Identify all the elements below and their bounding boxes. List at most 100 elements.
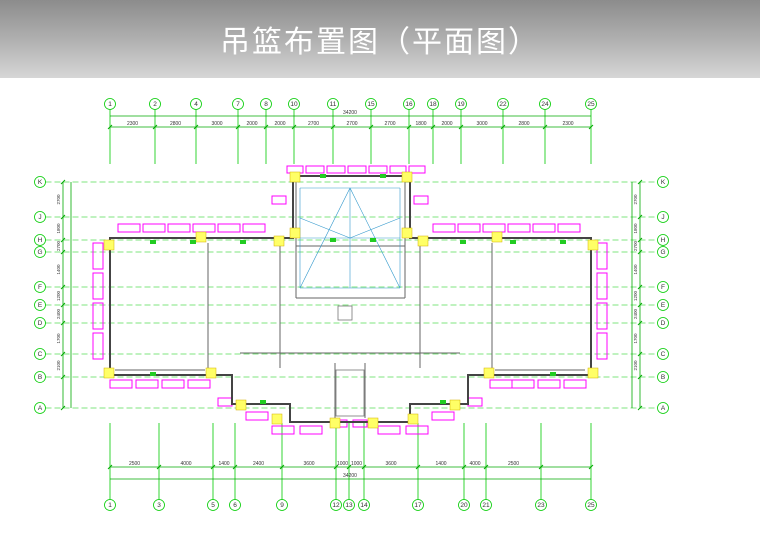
basket bbox=[596, 332, 608, 360]
anchor-point bbox=[103, 367, 115, 379]
anchor-point bbox=[195, 231, 207, 243]
stair-box bbox=[337, 305, 353, 321]
dim-tick bbox=[637, 214, 643, 220]
dim-tick bbox=[330, 124, 336, 130]
axis-bubble-top-7 bbox=[232, 98, 244, 110]
axis-bubble-bottom-21 bbox=[480, 499, 492, 511]
dim-tick bbox=[346, 464, 352, 470]
basket bbox=[242, 223, 266, 233]
axis-bubble-bottom-14-label: 14 bbox=[360, 502, 368, 509]
axis-bubble-left-G bbox=[34, 246, 46, 258]
basket bbox=[413, 195, 429, 205]
dim-tick bbox=[637, 179, 643, 185]
dim-text-left: 2700 bbox=[56, 194, 61, 205]
axis-bubble-right-D bbox=[657, 317, 669, 329]
basket bbox=[432, 223, 456, 233]
axis-bubble-right-G bbox=[657, 246, 669, 258]
anchor-point bbox=[407, 413, 419, 425]
anchor-point bbox=[271, 413, 283, 425]
axis-bubble-top-8-label: 8 bbox=[264, 101, 268, 108]
axis-bubble-right-K-label: K bbox=[661, 179, 666, 186]
dim-text-left: 1800 bbox=[56, 223, 61, 234]
axis-bubble-bottom-1 bbox=[104, 499, 116, 511]
dim-tick bbox=[235, 124, 241, 130]
axis-bubble-right-B bbox=[657, 371, 669, 383]
dim-tick bbox=[637, 374, 643, 380]
basket bbox=[192, 223, 216, 233]
anchor-point bbox=[235, 399, 247, 411]
axis-bubble-top-24-label: 24 bbox=[541, 101, 549, 108]
anchor-point bbox=[401, 227, 413, 239]
basket bbox=[431, 411, 455, 421]
dim-text-total-top: 34200 bbox=[343, 110, 357, 116]
basket bbox=[347, 165, 367, 174]
dim-tick bbox=[637, 320, 643, 326]
axis-bubble-bottom-25-label: 25 bbox=[587, 502, 595, 509]
dim-tick bbox=[60, 284, 66, 290]
dim-tick bbox=[430, 124, 436, 130]
dim-tick bbox=[60, 237, 66, 243]
axis-bubble-top-22-label: 22 bbox=[499, 101, 507, 108]
basket bbox=[408, 165, 426, 174]
dim-text-top: 1800 bbox=[415, 121, 426, 127]
basket bbox=[305, 165, 325, 174]
axis-bubble-left-F-label: F bbox=[38, 284, 42, 291]
wall-marker bbox=[370, 238, 376, 242]
dim-text-top: 2000 bbox=[441, 121, 452, 127]
dim-tick bbox=[333, 464, 339, 470]
basket bbox=[482, 223, 506, 233]
anchor-point bbox=[491, 231, 503, 243]
anchor-point bbox=[417, 235, 429, 247]
dim-text-right: 2400 bbox=[633, 308, 638, 319]
dim-text-bottom: 2500 bbox=[129, 461, 140, 467]
axis-bubble-left-J bbox=[34, 211, 46, 223]
axis-bubble-bottom-6-label: 6 bbox=[233, 502, 237, 509]
axis-bubble-top-15 bbox=[365, 98, 377, 110]
axis-bubble-right-E-label: E bbox=[661, 302, 666, 309]
basket bbox=[489, 379, 513, 389]
basket bbox=[92, 332, 104, 360]
dim-tick bbox=[406, 124, 412, 130]
dim-text-top: 2000 bbox=[246, 121, 257, 127]
basket bbox=[405, 425, 429, 435]
dim-text-bottom: 1400 bbox=[435, 461, 446, 467]
dim-text-bottom: 3600 bbox=[385, 461, 396, 467]
axis-bubble-bottom-17 bbox=[412, 499, 424, 511]
axis-bubble-left-C-label: C bbox=[38, 351, 43, 358]
dim-tick bbox=[542, 124, 548, 130]
dim-tick bbox=[483, 464, 489, 470]
wall-layer bbox=[109, 175, 592, 423]
dim-text-top: 2700 bbox=[308, 121, 319, 127]
anchor-layer bbox=[103, 171, 599, 429]
axis-bubble-top-10-label: 10 bbox=[290, 101, 298, 108]
dim-tick bbox=[361, 464, 367, 470]
axis-bubble-left-B-label: B bbox=[38, 374, 42, 381]
axis-bubble-top-10 bbox=[288, 98, 300, 110]
wall-marker bbox=[550, 372, 556, 376]
axis-bubble-bottom-6 bbox=[229, 499, 241, 511]
axis-bubble-bottom-25 bbox=[585, 499, 597, 511]
wall-marker bbox=[380, 174, 386, 178]
basket bbox=[92, 242, 104, 270]
axis-bubble-top-16 bbox=[403, 98, 415, 110]
wall-marker bbox=[150, 372, 156, 376]
anchor-point bbox=[273, 235, 285, 247]
axis-bubble-left-G-label: G bbox=[37, 249, 42, 256]
wall-marker bbox=[460, 240, 466, 244]
axis-bubble-top-24 bbox=[539, 98, 551, 110]
dim-text-bottom: 1400 bbox=[218, 461, 229, 467]
axis-bubble-bottom-13 bbox=[343, 499, 355, 511]
axis-bubble-top-25-label: 25 bbox=[587, 101, 595, 108]
dim-text-bottom: 2400 bbox=[253, 461, 264, 467]
wall-marker bbox=[260, 400, 266, 404]
dim-text-top: 2300 bbox=[562, 121, 573, 127]
basket bbox=[389, 165, 407, 174]
dim-tick bbox=[637, 237, 643, 243]
dim-tick bbox=[263, 124, 269, 130]
axis-bubble-top-11-label: 11 bbox=[330, 101, 337, 108]
basket bbox=[135, 379, 159, 389]
dim-tick bbox=[458, 124, 464, 130]
dim-text-top: 2700 bbox=[384, 121, 395, 127]
